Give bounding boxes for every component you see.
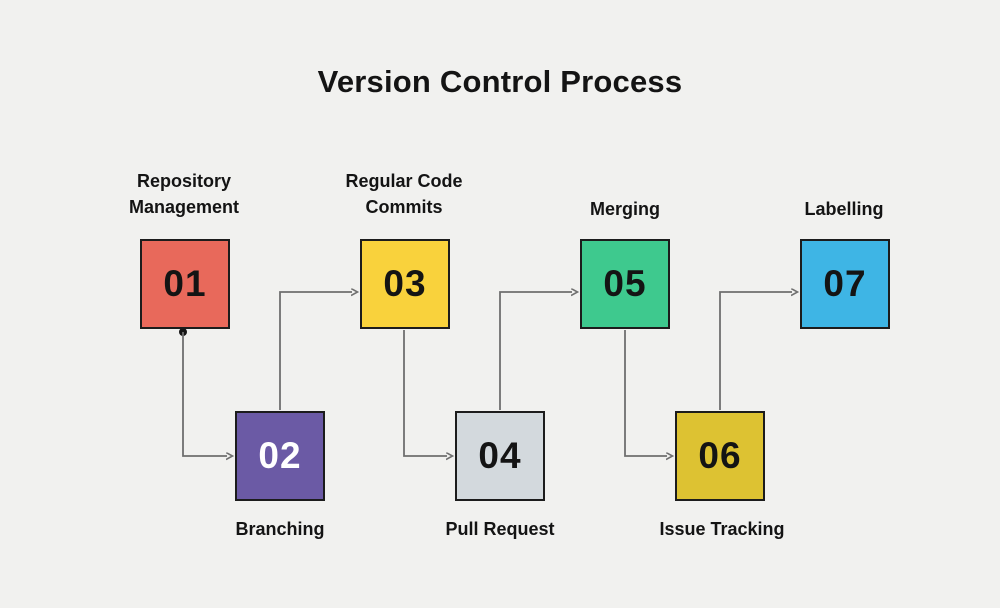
step-number-01: 01 [163, 263, 207, 304]
step-label-merging: Merging [590, 199, 660, 219]
connector-03-04 [403, 330, 447, 456]
step-box-05: 05 [580, 239, 670, 329]
flow-start-dot [179, 328, 187, 336]
step-box-06: 06 [675, 411, 765, 501]
connector-05-06 [624, 330, 667, 456]
step-box-07: 07 [800, 239, 890, 329]
step-box-01: 01 [140, 239, 230, 329]
step-number-06: 06 [698, 435, 742, 476]
step-number-07: 07 [823, 263, 867, 304]
connector-01-02 [182, 332, 227, 456]
connector-02-03 [279, 292, 352, 410]
step-label-repository-management: Repository Management [128, 171, 240, 217]
step-label-issue-tracking: Issue Tracking [659, 519, 785, 539]
step-label-labelling: Labelling [804, 199, 884, 219]
step-number-03: 03 [383, 263, 427, 304]
step-label-pull-request: Pull Request [445, 519, 555, 539]
diagram-title: Version Control Process [317, 64, 683, 99]
connector-04-05 [499, 292, 572, 410]
step-box-02: 02 [235, 411, 325, 501]
step-number-04: 04 [478, 435, 522, 476]
step-label-regular-code-commits: Regular Code Commits [345, 171, 463, 217]
step-number-02: 02 [258, 435, 302, 476]
step-box-04: 04 [455, 411, 545, 501]
connector-06-07 [719, 292, 792, 410]
step-box-03: 03 [360, 239, 450, 329]
step-number-05: 05 [603, 263, 647, 304]
step-label-branching: Branching [235, 519, 325, 539]
